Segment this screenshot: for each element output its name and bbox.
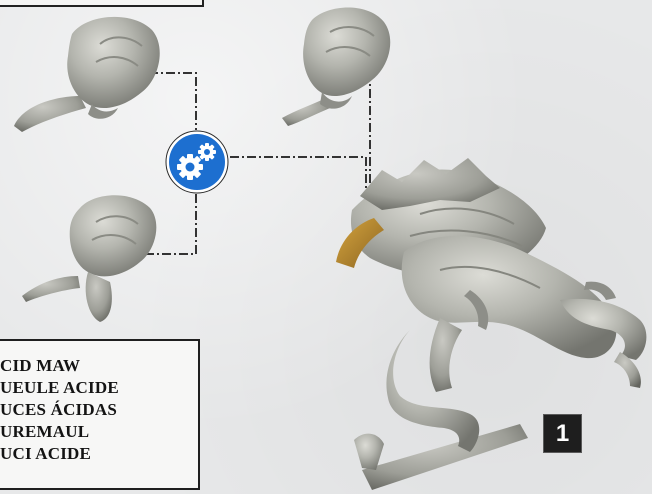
step-number-badge: 1 [544,415,581,452]
option-name-italian: UCI ACIDE [0,443,119,465]
option-name-spanish: UCES ÁCIDAS [0,399,119,421]
gear-icon [165,130,229,194]
option-name-french: UEULE ACIDE [0,377,119,399]
head-option-3 [22,195,156,322]
miniature-body [336,158,646,490]
head-option-2 [282,8,390,127]
option-name-list: CID MAW UEULE ACIDE UCES ÁCIDAS UREMAUL … [0,355,119,465]
option-name-english: CID MAW [0,355,119,377]
option-name-german: UREMAUL [0,421,119,443]
option-name-box: CID MAW UEULE ACIDE UCES ÁCIDAS UREMAUL … [0,339,200,490]
head-option-1 [14,17,160,132]
